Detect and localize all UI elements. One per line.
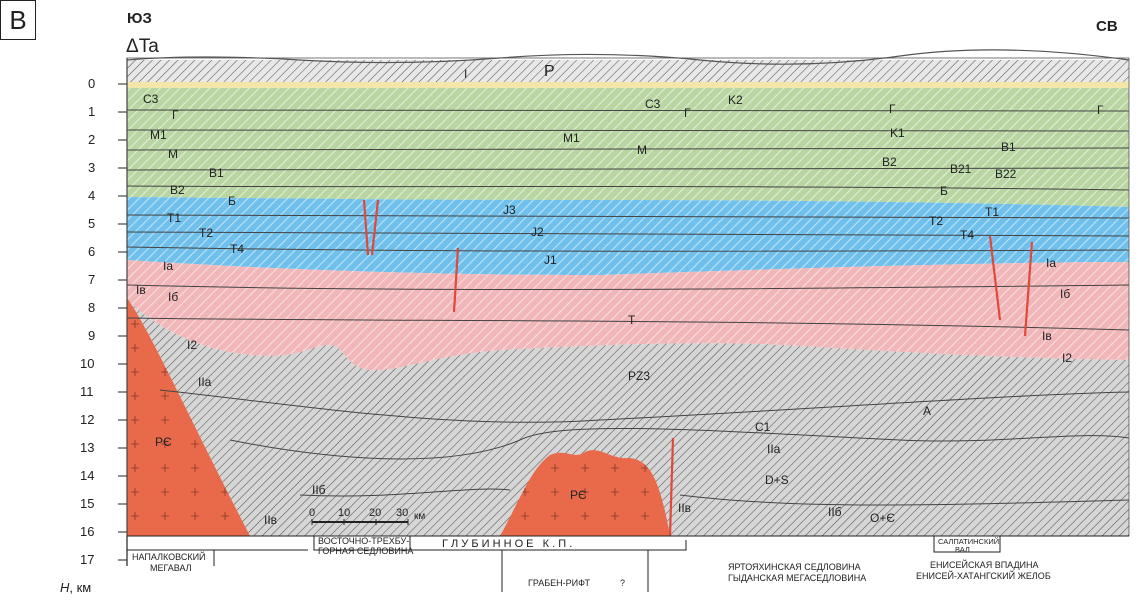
top-band <box>126 49 1130 82</box>
horizon-label: I2 <box>187 338 198 352</box>
horizon-label: M1 <box>150 128 167 142</box>
horizon-label: B2 <box>170 183 185 197</box>
region-label: ВАЛ <box>955 545 970 554</box>
horizon-label: PЄ <box>570 488 587 502</box>
depth-axis-label: H, км <box>60 580 91 595</box>
horizon-label: B1 <box>209 166 224 180</box>
horizon-label: M <box>637 143 647 157</box>
horizon-label: Б <box>228 194 236 208</box>
region-label: ГОРНАЯ СЕДЛОВИНА <box>318 546 414 556</box>
horizon-label: T2 <box>929 214 944 228</box>
region-label: ГРАБЕН-РИФТ <box>528 578 590 588</box>
precambrian-left <box>127 298 250 536</box>
horizon-label: C3 <box>645 97 661 111</box>
region-label: НАПАЛКОВСКИЙ <box>132 552 206 562</box>
depth-symbol: H <box>60 580 70 595</box>
horizon-label: C3 <box>143 92 159 106</box>
region-label: МЕГАВАЛ <box>150 563 192 573</box>
horizon-label: A <box>923 404 932 418</box>
horizon-label: T4 <box>230 242 245 256</box>
horizon-label: Iа <box>1046 256 1057 270</box>
horizon-label: Iа <box>163 259 174 273</box>
scale-tick: 30 <box>396 507 409 519</box>
horizon-label: B22 <box>995 167 1017 181</box>
horizon-label: J3 <box>503 203 516 217</box>
horizon-label: IIб <box>828 505 842 519</box>
horizon-label: IIв <box>264 513 278 527</box>
region-label: ВОСТОЧНО-ТРЕХБУ- <box>318 536 410 546</box>
horizon-label: IIа <box>198 375 212 389</box>
horizon-label: I2 <box>1062 351 1073 365</box>
horizon-label: IIа <box>767 442 781 456</box>
horizon-label: I <box>464 67 468 81</box>
depth-axis <box>118 58 128 566</box>
horizon-label: Г <box>172 108 179 122</box>
horizon-label: T4 <box>960 228 975 242</box>
region-brackets <box>126 535 1129 592</box>
region-label: САЛПАТИНСКИЙ <box>938 537 1000 546</box>
horizon-label: Iв <box>1042 329 1052 343</box>
horizon-label: PЄ <box>155 435 172 449</box>
scale-tick: 20 <box>369 507 382 519</box>
horizon-label: J1 <box>544 253 557 267</box>
region-label: ЕНИСЕЙ-ХАТАНГСКИЙ ЖЕЛОБ <box>916 571 1051 581</box>
horizon-label: Р <box>544 63 555 80</box>
horizon-label: M <box>168 147 178 161</box>
horizon-label: Г <box>1097 103 1104 117</box>
horizon-label: PZ3 <box>628 369 651 383</box>
horizon-label: O+Є <box>870 511 895 525</box>
layer-quaternary <box>127 82 1129 88</box>
layer-jurassic <box>127 197 1129 275</box>
layer-paleozoic <box>127 300 1129 536</box>
scale-tick: 10 <box>338 507 351 519</box>
direction-left: ЮЗ <box>127 10 152 27</box>
horizon-label: Б <box>940 184 948 198</box>
region-label: ГЫДАНСКАЯ МЕГАСЕДЛОВИНА <box>728 573 867 583</box>
region-label: ? <box>620 578 626 588</box>
direction-right: СВ <box>1096 18 1118 35</box>
scale-tick: 0 <box>309 507 316 519</box>
horizon-label: Г <box>889 102 896 116</box>
horizon-label: B21 <box>950 162 972 176</box>
horizon-label: B2 <box>882 155 897 169</box>
horizon-label: K2 <box>728 93 743 107</box>
horizon-label: IIб <box>312 483 326 497</box>
top-axis-label: ΔTa <box>126 36 159 57</box>
horizon-label: Iв <box>136 283 146 297</box>
horizon-label: B1 <box>1001 140 1016 154</box>
horizon-label: D+S <box>765 473 789 487</box>
scale-bar <box>311 519 409 525</box>
horizon-label: T <box>628 313 636 327</box>
horizon-label: IIв <box>678 501 692 515</box>
panel-letter: В <box>0 0 36 40</box>
region-label: Г Л У Б И Н Н О Е К . П . <box>442 538 573 550</box>
horizon-label: K1 <box>890 126 905 140</box>
scale-unit: км <box>414 511 426 522</box>
depth-unit: , км <box>69 580 92 595</box>
horizon-label: J2 <box>531 225 544 239</box>
horizon-label: Iб <box>168 290 179 304</box>
horizon-label: C1 <box>755 420 771 434</box>
region-label: ЕНИСЕЙСКАЯ ВПАДИНА <box>930 560 1039 570</box>
region-label: ЯРТОЯХИНСКАЯ СЕДЛОВИНА <box>728 562 861 572</box>
horizon-label: Iб <box>1060 287 1071 301</box>
horizon-label: Г <box>684 106 691 120</box>
layer-cretaceous <box>127 88 1129 207</box>
faults <box>362 199 1034 537</box>
horizon-label: T1 <box>167 211 182 225</box>
horizon-label: M1 <box>563 131 580 145</box>
horizon-label: T2 <box>199 226 214 240</box>
horizon-label: T1 <box>985 205 1000 219</box>
precambrian-graben <box>500 450 670 536</box>
